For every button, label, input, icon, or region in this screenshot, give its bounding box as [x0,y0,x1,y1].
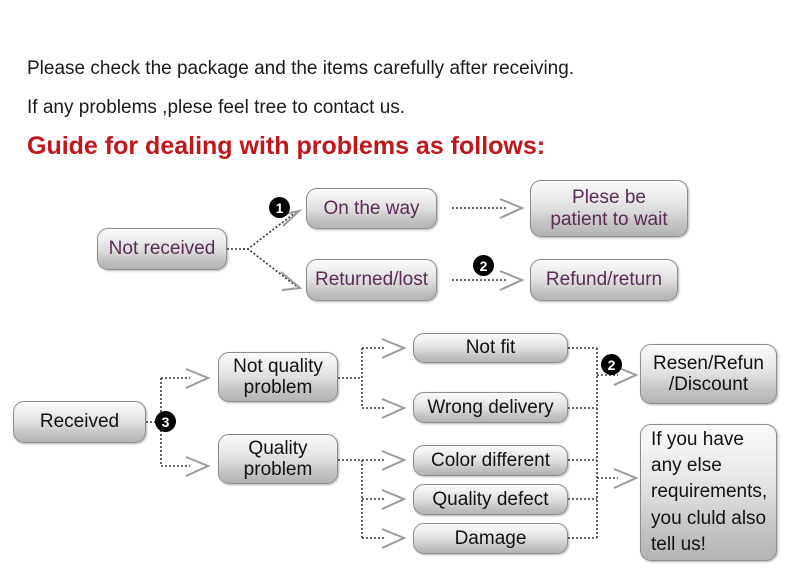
node-extra-requirements-note[interactable]: If you have any else requirements, you c… [640,424,777,561]
node-quality-defect-label: Quality defect [432,488,549,510]
node-on-the-way[interactable]: On the way [306,188,437,229]
note-line-3: requirements, [651,481,768,503]
node-resend-refund-discount-label: Resen/Refun /Discount [641,353,776,396]
not-quality-line-1: Not quality [233,355,323,377]
node-received[interactable]: Received [13,401,146,443]
note-line-1: If you have [651,428,744,450]
badge-2-bottom-label: 2 [607,356,616,373]
quality-line-2: problem [243,459,313,480]
badge-3-label: 3 [161,413,170,430]
node-received-label: Received [39,411,120,433]
node-quality-problem-label: Quality problem [219,438,337,481]
quality-line-1: Quality [248,437,308,459]
not-quality-line-2: problem [243,377,313,398]
node-quality-problem[interactable]: Quality problem [218,434,338,484]
page-title: Guide for dealing with problems as follo… [27,132,546,160]
node-returned-lost[interactable]: Returned/lost [306,259,437,301]
node-plese-be-patient-label: Plese be patient to wait [531,187,687,230]
plese-line-2: patient to wait [550,208,668,230]
node-wrong-delivery-label: Wrong delivery [427,396,554,418]
plese-line-1: Plese be [572,187,646,209]
note-line-4: you cluld also [651,507,767,529]
outcome-line-1: Resen/Refun [653,352,764,374]
node-quality-defect[interactable]: Quality defect [413,484,568,515]
node-not-received-label: Not received [108,238,216,260]
node-wrong-delivery[interactable]: Wrong delivery [413,392,568,423]
node-damage[interactable]: Damage [413,523,568,554]
note-line-5: tell us! [651,533,706,555]
badge-3: 3 [155,411,176,432]
node-color-different[interactable]: Color different [413,445,568,476]
badge-1: 1 [269,197,290,218]
node-plese-be-patient[interactable]: Plese be patient to wait [530,180,688,237]
outcome-line-2: /Discount [668,374,749,395]
badge-2-top: 2 [473,255,494,276]
node-resend-refund-discount[interactable]: Resen/Refun /Discount [640,344,777,404]
badge-2-bottom: 2 [601,354,622,375]
badge-1-label: 1 [275,199,284,216]
node-refund-return-label: Refund/return [545,269,663,291]
note-line-2: any else [651,455,722,477]
node-on-the-way-label: On the way [323,197,420,219]
intro-line-1: Please check the package and the items c… [27,58,575,79]
node-not-received[interactable]: Not received [97,228,227,270]
intro-line-2: If any problems ,plese feel tree to cont… [27,97,406,118]
badge-2-top-label: 2 [479,257,488,274]
node-not-fit[interactable]: Not fit [413,333,568,363]
node-color-different-label: Color different [431,449,550,471]
node-refund-return[interactable]: Refund/return [530,259,678,301]
node-not-quality-problem-label: Not quality problem [219,356,337,399]
node-not-quality-problem[interactable]: Not quality problem [218,352,338,402]
node-not-fit-label: Not fit [465,337,516,359]
node-extra-requirements-note-label: If you have any else requirements, you c… [651,427,776,558]
node-damage-label: Damage [454,527,527,549]
node-returned-lost-label: Returned/lost [314,269,428,291]
